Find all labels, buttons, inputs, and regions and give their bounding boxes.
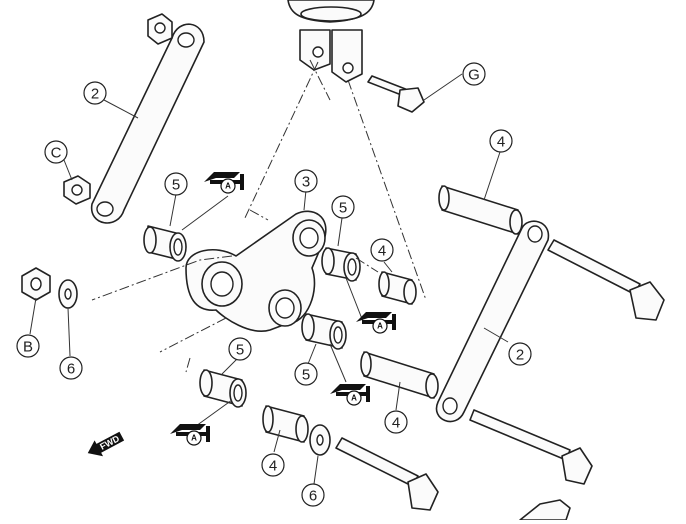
callout-5-upper-left: 5: [164, 172, 188, 196]
callout-5-lower-right: 5: [294, 362, 318, 386]
svg-text:5: 5: [172, 177, 180, 194]
svg-text:G: G: [468, 67, 480, 84]
bolt-upper-right: [547, 239, 665, 321]
grease-icon-lower-right: A: [330, 384, 370, 406]
rocker-link: [185, 210, 327, 332]
callout-4-bottom: 4: [261, 453, 285, 477]
svg-text:5: 5: [339, 200, 347, 217]
spacer-4-short: [378, 271, 417, 305]
bearing-5-upper-left: [143, 225, 187, 262]
nut-top-left: [147, 13, 173, 45]
callout-6-left: 6: [59, 356, 83, 380]
svg-text:5: 5: [236, 342, 244, 359]
callout-5-lower-left: 5: [228, 337, 252, 361]
svg-text:4: 4: [378, 243, 386, 260]
svg-text:A: A: [377, 322, 383, 331]
svg-text:4: 4: [269, 458, 277, 475]
svg-text:6: 6: [67, 361, 75, 378]
svg-text:A: A: [225, 182, 231, 191]
svg-text:3: 3: [302, 174, 310, 191]
grease-icon-lower-left: A: [170, 424, 210, 446]
svg-text:4: 4: [392, 415, 400, 432]
svg-text:A: A: [351, 394, 357, 403]
callout-4-short: 4: [370, 238, 394, 262]
spacer-4-middle: [360, 351, 439, 399]
svg-text:2: 2: [516, 347, 524, 364]
callout-2-left: 2: [83, 81, 107, 105]
callout-5-upper-right: 5: [331, 195, 355, 219]
svg-text:B: B: [23, 339, 33, 356]
grease-icon-upper-right: A: [356, 312, 396, 334]
svg-text:6: 6: [309, 488, 317, 505]
svg-text:4: 4: [497, 134, 505, 151]
alignment-lines: [91, 59, 427, 373]
svg-text:5: 5: [302, 367, 310, 384]
svg-text:C: C: [51, 145, 62, 162]
washer-left: [58, 279, 78, 309]
bearing-5-upper-right: [321, 247, 361, 282]
spacer-4-top-right: [438, 185, 523, 235]
bolt-lower-right: [469, 409, 593, 485]
link-rod-right: [435, 220, 550, 423]
callout-2-right: 2: [508, 342, 532, 366]
leader-lines: [29, 73, 509, 485]
callout-g: G: [462, 62, 486, 86]
callout-6-bottom: 6: [301, 483, 325, 507]
callout-3: 3: [294, 169, 318, 193]
svg-text:2: 2: [91, 86, 99, 103]
fwd-arrow-icon: FWD: [87, 431, 125, 457]
callout-4-top-right: 4: [489, 129, 513, 153]
nut-b: [21, 267, 51, 301]
bearing-5-lower-right: [301, 313, 347, 350]
link-rod-left: [91, 23, 205, 224]
svg-text:A: A: [191, 434, 197, 443]
bearing-5-lower-left: [199, 369, 247, 408]
callout-4-middle: 4: [384, 410, 408, 434]
nut-c: [63, 175, 91, 205]
callout-b: B: [16, 334, 40, 358]
partial-part-bottom-right: [519, 499, 571, 521]
grease-icon-upper-left: A: [204, 172, 244, 194]
bolt-g: [367, 75, 425, 113]
washer-bottom: [309, 424, 331, 456]
spacer-4-bottom: [262, 405, 309, 443]
callout-c: C: [44, 140, 68, 164]
top-bracket: [287, 0, 375, 83]
bolt-bottom: [335, 437, 439, 511]
